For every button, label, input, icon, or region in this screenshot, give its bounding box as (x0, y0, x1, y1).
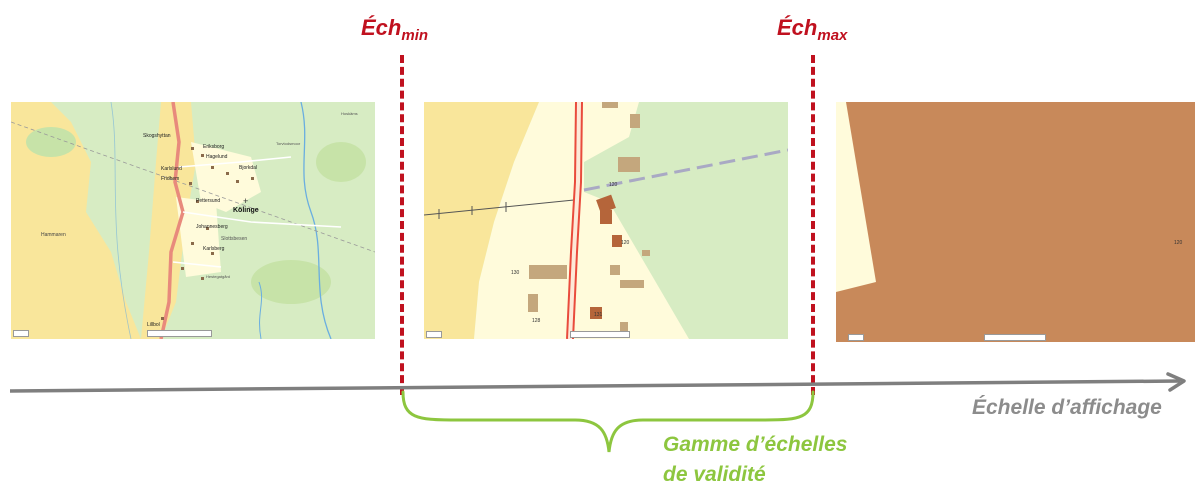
map-small-scale-drawing: + (11, 102, 375, 339)
ech-max-label: Échmax (777, 15, 847, 44)
map-medium-scale-drawing: 130 128 120 120 131 (424, 102, 788, 339)
map2-bldg-num-120a: 120 (609, 182, 618, 188)
map1-label-fridhem: Fridhem (161, 176, 180, 182)
map1-label-hammaren: Hammaren (41, 232, 66, 238)
svg-text:+: + (243, 196, 248, 206)
map1-label-torvtodsmoor: Torvtodsmoor (276, 141, 301, 146)
map3-logo-box (848, 334, 864, 341)
ech-max-line (811, 55, 819, 395)
map2-bldg-num-120b: 120 (621, 240, 630, 246)
map1-label-eriksborg: Eriksborg (203, 144, 225, 150)
map1-label-bjorkdal: Bjorkdal (239, 165, 258, 171)
ech-min-label: Échmin (361, 15, 428, 44)
validity-range-line2: de validité (663, 463, 766, 486)
map1-label-lillbol: Lillbol (147, 322, 160, 328)
map1-logo-box (13, 330, 29, 337)
map3-scale-bar (984, 334, 1046, 341)
map1-label-slottsbesen: Slottsbesen (221, 236, 248, 242)
map3-bldg-num-120: 120 (1174, 240, 1183, 246)
map1-label-johannesberg: Johannesberg (196, 224, 228, 230)
ech-max-base: Éch (777, 15, 818, 40)
map2-scale-bar (570, 331, 630, 338)
map2-logo-box (426, 331, 442, 338)
map-small-scale: + Skogshyttan Eriksborg Hagelund Bjorkda… (11, 102, 375, 339)
scale-axis-arrow (9, 372, 1186, 393)
map1-label-hagelund: Hagelund (206, 154, 228, 160)
map-medium-scale: 130 128 120 120 131 (424, 102, 788, 339)
map1-label-pettersund: Pettersund (196, 198, 221, 204)
map1-scale-bar (147, 330, 212, 337)
ech-min-line (400, 55, 408, 395)
map2-bldg-num-128: 128 (532, 318, 541, 324)
validity-range-label: Gamme d’échelles de validité (663, 430, 847, 490)
map1-label-kolinge: Kölinge (233, 207, 259, 214)
map1-label-karlslund: Karlslund (161, 166, 182, 172)
ech-min-base: Éch (361, 15, 402, 40)
map1-label-karlsberg: Karlsberg (203, 246, 225, 252)
ech-min-subscript: min (401, 27, 429, 44)
map2-bldg-num-130: 130 (511, 270, 520, 276)
map1-label-skogshyttan: Skogshyttan (143, 133, 171, 139)
map-large-scale-drawing: 120 (836, 102, 1195, 342)
map1-label-hoskams: Hoskäms (341, 111, 358, 116)
ech-max-subscript: max (817, 27, 848, 44)
axis-label: Échelle d’affichage (972, 396, 1162, 419)
map1-label-hestegatgard: Hestegatgård (206, 274, 231, 279)
validity-range-brace (401, 390, 815, 453)
map-large-scale: 120 (836, 102, 1195, 342)
map2-bldg-num-131: 131 (594, 312, 603, 318)
validity-range-line1: Gamme d’échelles (663, 433, 848, 456)
